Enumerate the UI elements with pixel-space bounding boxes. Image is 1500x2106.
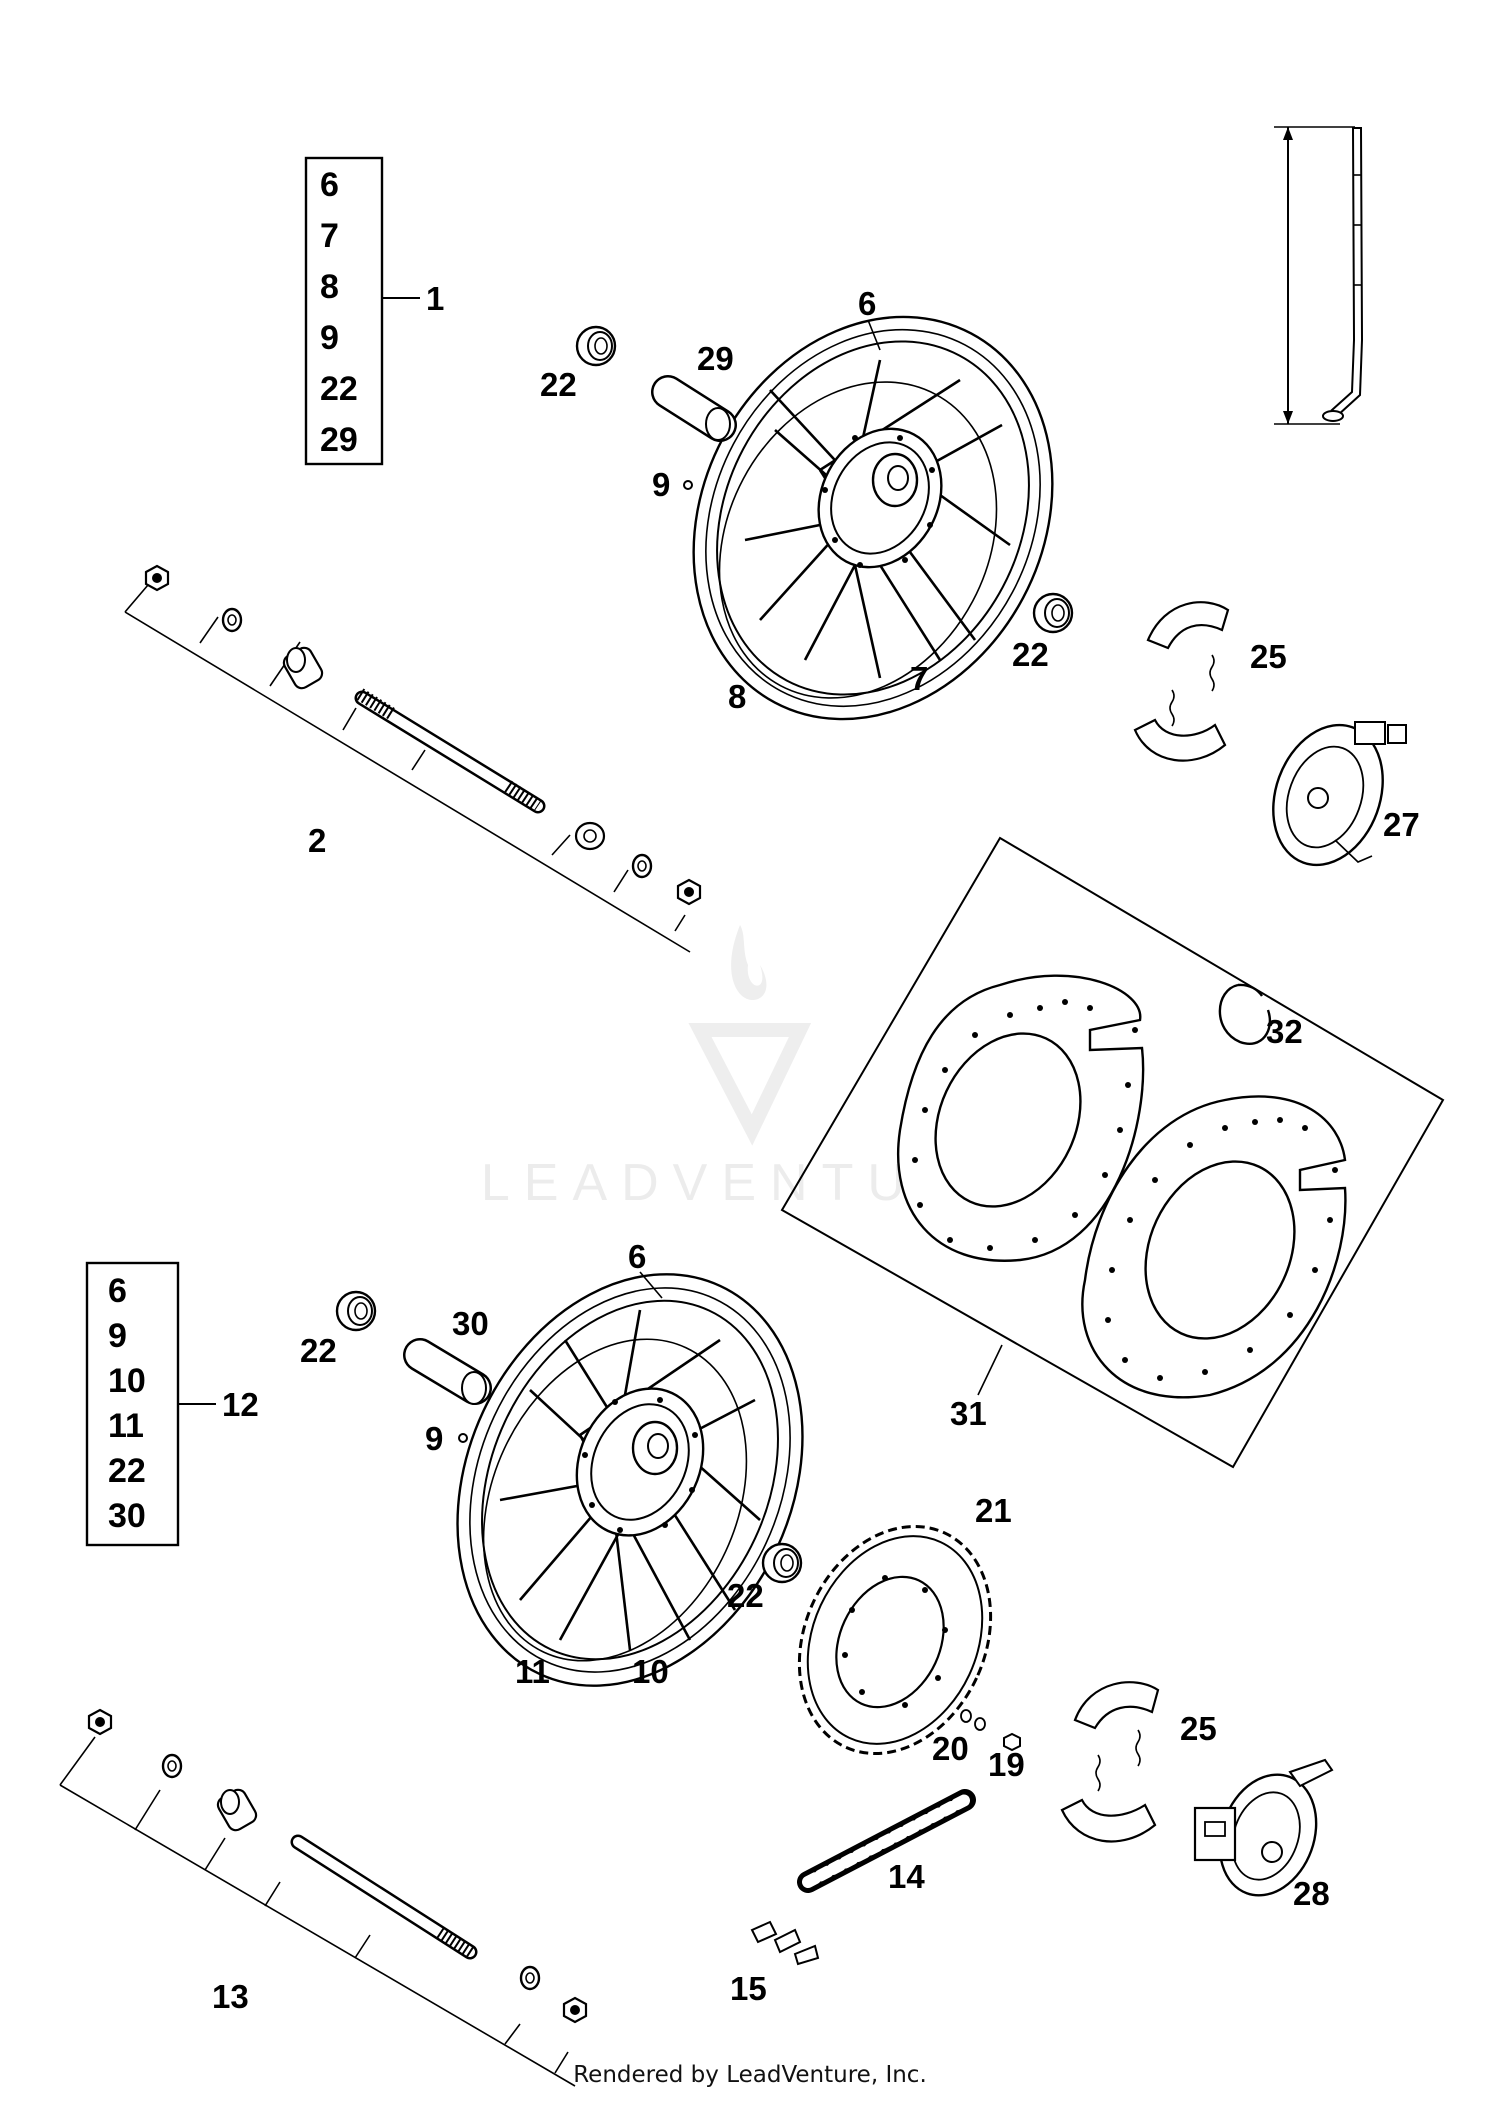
rear-axle-washer-left [161, 1753, 183, 1779]
rear-spacer [403, 1338, 492, 1405]
callout-front-spacer: 29 [697, 340, 734, 377]
callout-rear-hub: 11 [515, 1653, 550, 1690]
rear-axle-washer-right [519, 1965, 541, 1991]
spoke-gauge [1274, 126, 1364, 425]
front-axle-nut-left [144, 564, 170, 592]
rear-bearing-left [335, 1290, 377, 1332]
callout-front-brake-shoes: 25 [1250, 638, 1287, 675]
rear-sprocket [797, 1524, 993, 1756]
callout-front-bearing-left: 22 [540, 366, 577, 403]
gasket-set: 32 31 [780, 836, 1445, 1469]
front-hub [817, 427, 943, 569]
front-axle-spacer-right [574, 821, 606, 851]
front-axle-assembly: 2 [124, 564, 702, 953]
callout-rear-brake-plate: 28 [1293, 1875, 1330, 1912]
callout-rear-rim: 6 [628, 1238, 646, 1275]
callout-rear-valve: 9 [425, 1420, 443, 1457]
drive-chain [797, 1789, 976, 1893]
rear-axle-nut-left [87, 1708, 113, 1736]
front-spacer [651, 375, 737, 442]
front-kit-ref: 1 [426, 280, 444, 317]
rear-brake-plate [1193, 1758, 1334, 1897]
callout-front-bearing-right: 22 [1012, 636, 1049, 673]
front-brake-shoes [1133, 601, 1230, 762]
callout-front-rim: 6 [858, 285, 876, 322]
rear-kit-item: 11 [108, 1407, 144, 1445]
front-axle-spacer-left [282, 646, 324, 690]
callout-rear-bearing-right: 22 [727, 1577, 764, 1614]
sprocket-washers [960, 1709, 986, 1731]
front-axle-washer-left [221, 607, 243, 633]
callout-master-link: 15 [730, 1970, 767, 2007]
rear-kit-item: 10 [108, 1362, 146, 1400]
callout-sprocket: 21 [975, 1492, 1012, 1529]
callout-chain: 14 [888, 1858, 925, 1895]
rear-valve [458, 1433, 468, 1443]
front-kit-item: 9 [320, 319, 339, 357]
callout-rear-spacer: 30 [452, 1305, 489, 1342]
rear-wheel [456, 1271, 804, 1687]
callout-gasket-set: 31 [950, 1395, 987, 1432]
circlip [1218, 983, 1272, 1045]
rear-axle-spacer-left [216, 1788, 258, 1832]
rear-kit-item: 9 [108, 1317, 127, 1355]
callout-sprocket-washer: 20 [932, 1730, 969, 1767]
rear-axle-nut-right [562, 1996, 588, 2024]
front-wheel [692, 315, 1054, 721]
callout-front-brake-plate: 27 [1383, 806, 1420, 843]
gasket-right [1081, 1095, 1347, 1399]
rear-kit-ref: 12 [222, 1386, 259, 1423]
front-kit-item: 7 [320, 217, 339, 255]
callout-rear-bearing-left: 22 [300, 1332, 337, 1369]
rear-brake-shoes [1060, 1681, 1160, 1843]
rear-hub [575, 1387, 705, 1537]
front-bearing-left [575, 325, 617, 367]
callout-front-spokes: 7 [910, 660, 928, 697]
callout-rear-spokes: 10 [632, 1653, 669, 1690]
front-kit-box: 6 7 8 9 22 29 1 [304, 156, 444, 466]
callout-sprocket-bolt: 19 [988, 1746, 1025, 1783]
footer-credit: Rendered by LeadVenture, Inc. [573, 2062, 927, 2088]
front-valve [683, 480, 693, 490]
front-bearing-right [1032, 592, 1074, 634]
front-axle-shaft [354, 688, 546, 814]
front-kit-item: 22 [320, 370, 358, 408]
callout-front-valve: 9 [652, 466, 670, 503]
gasket-left [897, 974, 1145, 1262]
callout-front-axle: 2 [308, 822, 326, 859]
rear-kit-item: 6 [108, 1272, 127, 1310]
front-kit-item: 29 [320, 421, 358, 459]
callout-rear-brake-shoes: 25 [1180, 1710, 1217, 1747]
front-kit-item: 6 [320, 166, 339, 204]
front-axle-nut-right [676, 878, 702, 906]
rear-axle-assembly: 13 [59, 1708, 588, 2087]
rear-bearing-right [761, 1542, 803, 1584]
rear-kit-item: 22 [108, 1452, 146, 1490]
rear-kit-item: 30 [108, 1497, 146, 1535]
rear-kit-box: 6 9 10 11 22 30 12 [85, 1261, 259, 1547]
callout-front-hub: 8 [728, 678, 746, 715]
gasket-holes [912, 999, 1338, 1381]
front-brake-plate [1272, 721, 1407, 867]
chain-master-link [750, 1920, 820, 1966]
callout-circlip: 32 [1266, 1013, 1303, 1050]
front-kit-item: 8 [320, 268, 339, 306]
sprocket-bolt [1003, 1732, 1021, 1752]
callout-rear-axle: 13 [212, 1978, 249, 2015]
front-axle-washer-right [631, 853, 653, 879]
rear-axle-shaft [290, 1834, 478, 1960]
